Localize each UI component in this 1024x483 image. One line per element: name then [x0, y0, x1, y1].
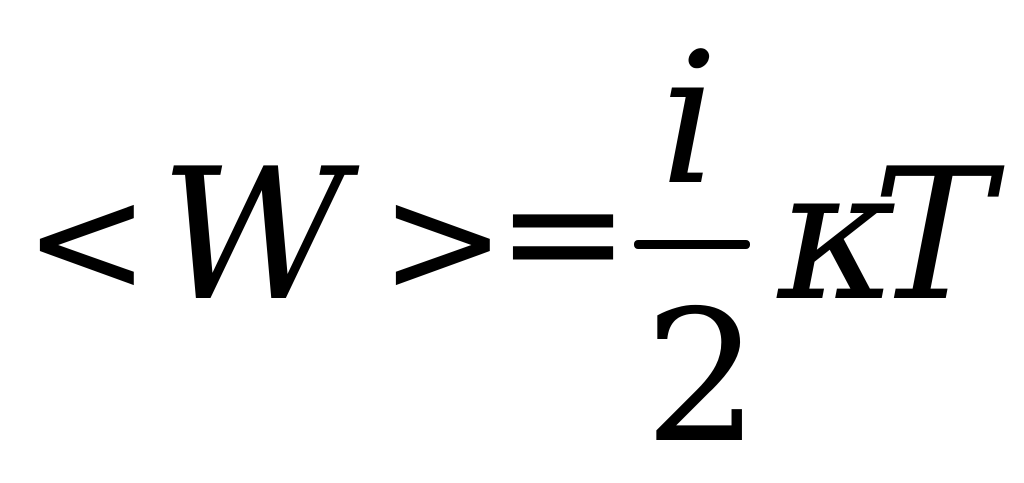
temperature-t: T: [872, 129, 994, 341]
kappa-symbol: κ: [778, 129, 898, 341]
fraction-bar: [634, 240, 750, 249]
fraction-denominator: 2: [644, 271, 760, 483]
equals-sign: =: [496, 138, 631, 325]
right-angle-bracket: >: [380, 154, 506, 328]
fraction-numerator: i: [660, 13, 719, 225]
left-angle-bracket: <: [24, 154, 150, 328]
variable-w: W: [160, 129, 348, 341]
